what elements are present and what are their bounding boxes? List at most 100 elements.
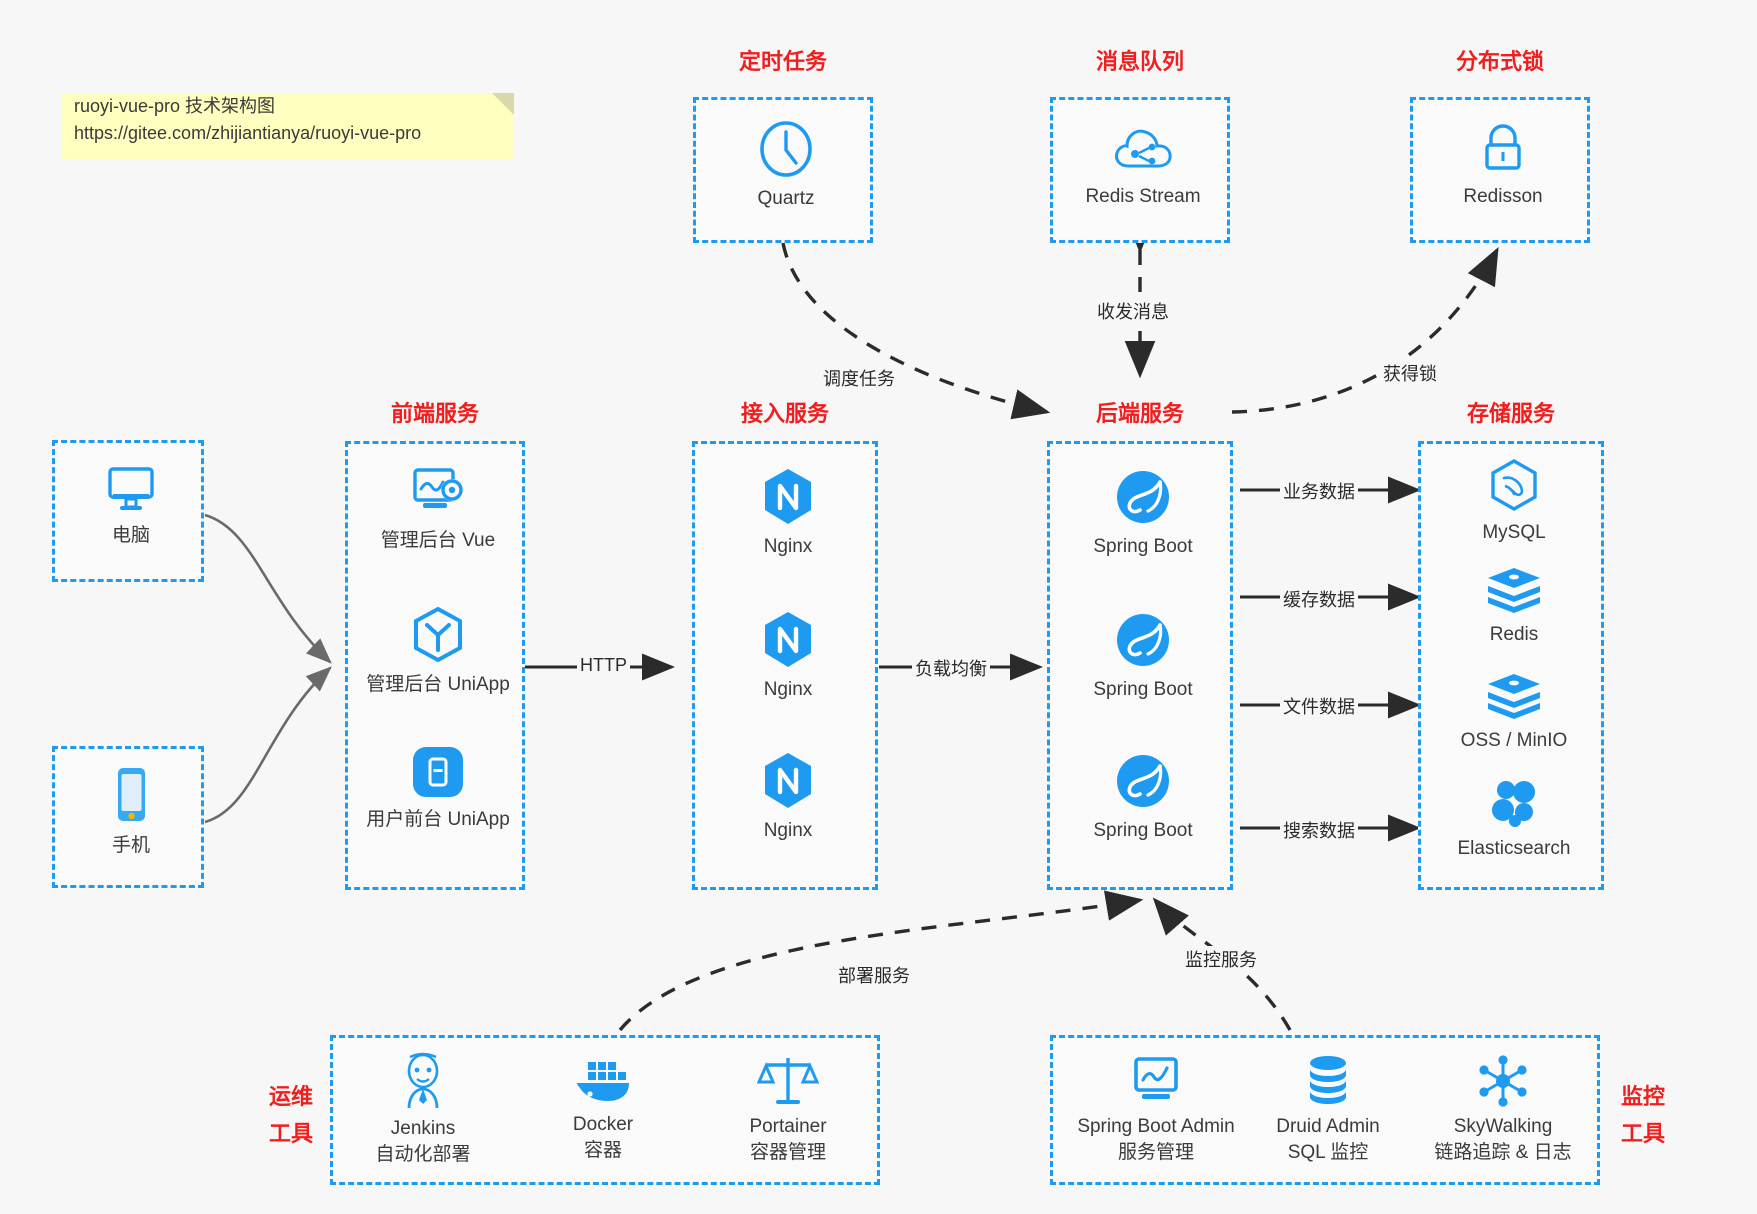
- monitor-label-line1: 监控: [1620, 1084, 1665, 1109]
- node-label: MySQL: [1482, 522, 1546, 543]
- ops-label-line2: 工具: [268, 1121, 313, 1146]
- node-label: Nginx: [763, 536, 813, 557]
- spring-leaf-icon: [1117, 471, 1169, 523]
- node-elasticsearch[interactable]: Elasticsearch: [1421, 776, 1607, 861]
- group-label-scheduled-task: 定时任务: [738, 49, 827, 74]
- monitor-chart-icon: [1134, 1057, 1178, 1099]
- node-spring-boot-admin[interactable]: Spring Boot Admin 服务管理: [1061, 1054, 1251, 1166]
- node-user-uniapp[interactable]: 用户前台 UniApp: [348, 743, 528, 832]
- node-label: Redisson: [1463, 186, 1543, 207]
- app-tile-icon: [413, 747, 463, 797]
- node-label: Docker: [572, 1114, 634, 1135]
- node-sublabel: 链路追踪 & 日志: [1434, 1142, 1572, 1163]
- node-sublabel: 容器: [583, 1140, 622, 1161]
- lock-icon: [1485, 124, 1521, 170]
- ops-label-line1: 运维: [268, 1084, 313, 1109]
- node-docker[interactable]: Docker 容器: [523, 1056, 683, 1164]
- edge-label-deploy-service: 部署服务: [835, 962, 913, 988]
- node-mysql[interactable]: MySQL: [1421, 458, 1607, 545]
- group-label-distributed-lock: 分布式锁: [1455, 49, 1544, 74]
- uniapp-cube-icon: [414, 606, 462, 663]
- node-label: 手机: [111, 835, 150, 856]
- nginx-icon: [765, 612, 811, 667]
- node-label: Nginx: [763, 820, 813, 841]
- node-admin-uniapp[interactable]: 管理后台 UniApp: [348, 604, 528, 697]
- edge-label-load-balance: 负载均衡: [912, 655, 990, 681]
- group-box-ops-tools: Jenkins 自动化部署 Docker 容器: [330, 1035, 880, 1185]
- mysql-dolphin-icon: [1491, 459, 1537, 511]
- node-label: 电脑: [111, 525, 150, 546]
- node-sublabel: SQL 监控: [1287, 1142, 1369, 1163]
- group-box-scheduled-task: Quartz: [693, 97, 873, 243]
- node-label: Quartz: [757, 188, 815, 209]
- nginx-icon: [765, 753, 811, 808]
- node-oss-minio[interactable]: OSS / MinIO: [1421, 670, 1607, 753]
- node-mobile[interactable]: 手机: [55, 765, 207, 858]
- node-desktop[interactable]: 电脑: [55, 461, 207, 548]
- edge-label-http: HTTP: [577, 655, 630, 676]
- node-label: SkyWalking: [1453, 1116, 1553, 1137]
- spring-leaf-icon: [1117, 755, 1169, 807]
- node-redis[interactable]: Redis: [1421, 564, 1607, 647]
- portainer-scale-icon: [757, 1058, 819, 1104]
- node-label: Nginx: [763, 679, 813, 700]
- nginx-icon: [765, 469, 811, 524]
- cloud-node-icon: [1115, 129, 1172, 168]
- node-label: Spring Boot: [1093, 679, 1193, 700]
- group-label-frontend: 前端服务: [390, 401, 479, 426]
- note-url: https://gitee.com/zhijiantianya/ruoyi-vu…: [74, 123, 422, 143]
- node-admin-vue[interactable]: 管理后台 Vue: [348, 464, 528, 553]
- edge-label-acquire-lock: 获得锁: [1380, 360, 1440, 386]
- group-label-storage: 存储服务: [1466, 401, 1555, 426]
- node-spring-boot-2[interactable]: Spring Boot: [1050, 609, 1236, 702]
- node-redisson[interactable]: Redisson: [1413, 120, 1593, 209]
- note-card: ruoyi-vue-pro 技术架构图 https://gitee.com/zh…: [62, 93, 514, 159]
- docker-whale-icon: [577, 1062, 629, 1101]
- node-portainer[interactable]: Portainer 容器管理: [703, 1052, 873, 1166]
- group-label-message-queue: 消息队列: [1095, 49, 1184, 74]
- monitor-label-line2: 工具: [1620, 1121, 1665, 1146]
- jenkins-butler-icon: [407, 1052, 439, 1109]
- node-label: Jenkins: [390, 1118, 456, 1139]
- clock-icon: [760, 121, 812, 177]
- edge-label-message-io: 收发消息: [1094, 298, 1172, 324]
- node-label: Druid Admin: [1276, 1116, 1380, 1137]
- dashboard-gear-icon: [413, 468, 463, 508]
- desktop-monitor-icon: [108, 467, 154, 510]
- group-box-distributed-lock: Redisson: [1410, 97, 1590, 243]
- node-nginx-2[interactable]: Nginx: [695, 609, 881, 702]
- node-label: 管理后台 UniApp: [366, 674, 510, 695]
- note-fold-corner: [492, 93, 514, 115]
- redis-stack-icon: [1488, 674, 1540, 719]
- node-druid-admin[interactable]: Druid Admin SQL 监控: [1248, 1054, 1408, 1166]
- node-label: Portainer: [749, 1116, 827, 1137]
- elasticsearch-icon: [1492, 781, 1535, 827]
- mobile-phone-icon: [118, 768, 145, 821]
- node-redis-stream[interactable]: Redis Stream: [1053, 120, 1233, 209]
- node-spring-boot-3[interactable]: Spring Boot: [1050, 750, 1236, 843]
- node-nginx-1[interactable]: Nginx: [695, 466, 881, 559]
- node-spring-boot-1[interactable]: Spring Boot: [1050, 466, 1236, 559]
- group-box-backend: Spring Boot Spring Boot Spring Boot: [1047, 441, 1233, 890]
- node-nginx-3[interactable]: Nginx: [695, 750, 881, 843]
- node-sublabel: 容器管理: [749, 1142, 826, 1163]
- node-skywalking[interactable]: SkyWalking 链路追踪 & 日志: [1408, 1054, 1598, 1166]
- node-quartz[interactable]: Quartz: [696, 118, 876, 211]
- edge-label-file-data: 文件数据: [1280, 693, 1358, 719]
- group-label-monitor-tools: 监控 工具: [1610, 1078, 1676, 1152]
- edge-label-cache-data: 缓存数据: [1280, 586, 1358, 612]
- node-sublabel: 自动化部署: [375, 1144, 471, 1165]
- group-box-message-queue: Redis Stream: [1050, 97, 1230, 243]
- spring-leaf-icon: [1117, 614, 1169, 666]
- group-label-gateway: 接入服务: [740, 401, 829, 426]
- node-label: Redis Stream: [1085, 186, 1201, 207]
- group-label-backend: 后端服务: [1095, 401, 1184, 426]
- edge-label-monitor-service: 监控服务: [1182, 946, 1260, 972]
- node-label: 用户前台 UniApp: [366, 809, 510, 830]
- database-icon: [1310, 1056, 1346, 1104]
- node-sublabel: 服务管理: [1117, 1142, 1194, 1163]
- node-jenkins[interactable]: Jenkins 自动化部署: [343, 1052, 503, 1168]
- node-label: Spring Boot: [1093, 820, 1193, 841]
- group-label-ops-tools: 运维 工具: [258, 1078, 324, 1152]
